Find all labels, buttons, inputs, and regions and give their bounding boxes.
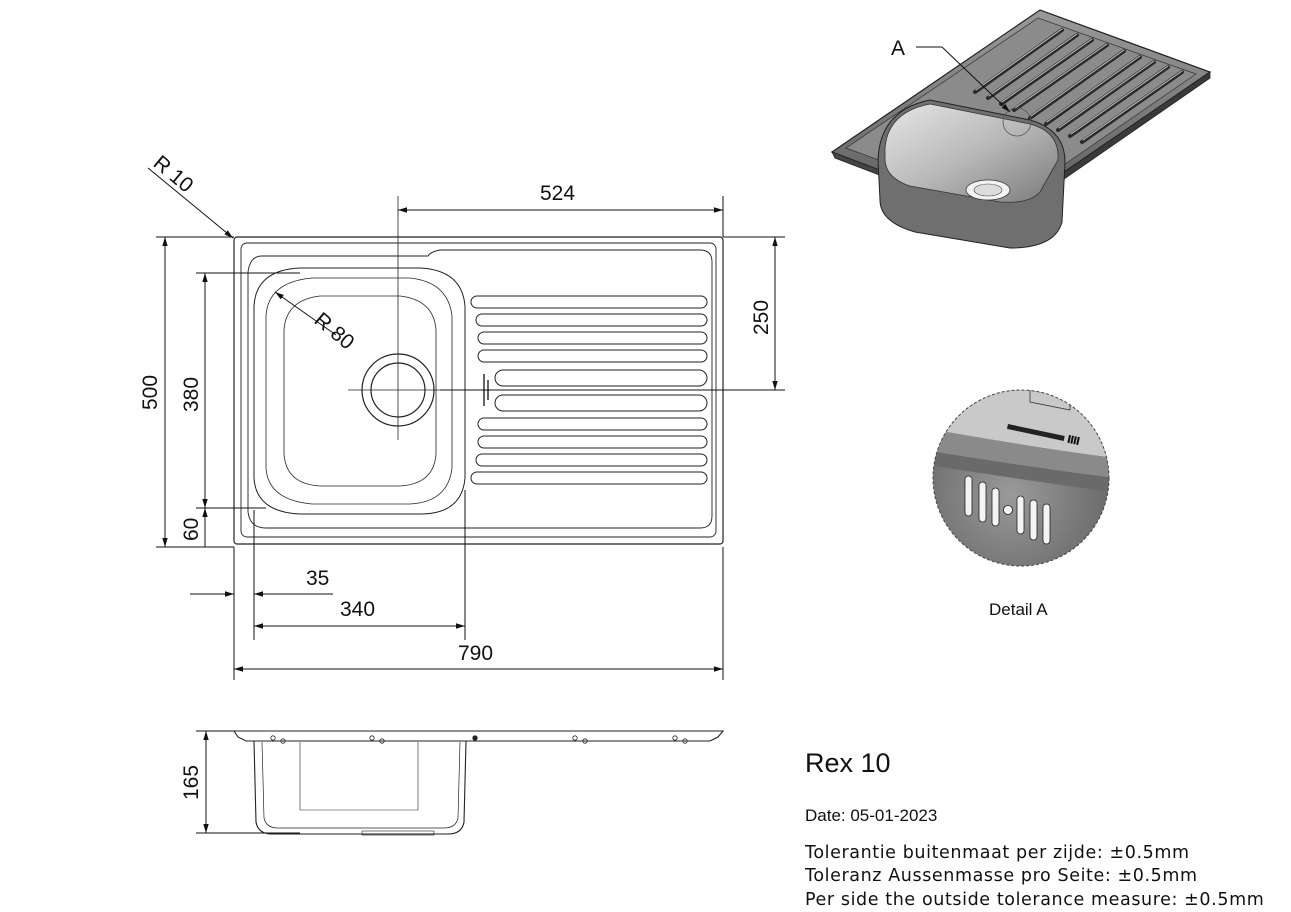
logo-mark (1006, 424, 1080, 446)
bowl-outer (253, 267, 466, 515)
dim-total-depth: 500 (139, 375, 162, 410)
bowl-inner (265, 277, 453, 505)
dim-drainer-length: 524 (540, 182, 575, 205)
dim-radius-corner: R 10 (149, 151, 198, 197)
dim-bowl-width: 340 (340, 598, 375, 621)
dim-radius-bowl: R 80 (310, 308, 359, 354)
tolerance-german: Toleranz Aussenmasse pro Seite: ±0.5mm (805, 866, 1198, 886)
side-bowl (253, 740, 467, 835)
tolerance-english: Per side the outside tolerance measure: … (805, 890, 1265, 910)
drawing-date: Date: 05-01-2023 (805, 806, 938, 825)
product-title: Rex 10 (805, 748, 891, 778)
drainer-border (247, 249, 713, 529)
dimension-lines (147, 167, 785, 834)
dim-bowl-height: 165 (180, 765, 203, 800)
detail-a-view (932, 389, 1110, 567)
detail-a-caption: Detail A (989, 600, 1048, 619)
iso-grooves (973, 28, 1184, 144)
dim-bowl-depth: 380 (180, 377, 203, 412)
tolerance-dutch: Tolerantie buitenmaat per zijde: ±0.5mm (805, 843, 1190, 863)
center-lines (348, 196, 450, 440)
dim-left-margin: 35 (306, 567, 329, 590)
side-rim (232, 730, 725, 742)
drainer-grooves (470, 295, 708, 485)
overflow-slots-detail (964, 475, 1051, 545)
bowl-floor (283, 295, 437, 487)
detail-marker-circle (1002, 107, 1032, 137)
detail-marker-label: A (891, 37, 905, 60)
isometric-view (830, 9, 1212, 249)
dim-front-margin: 60 (180, 518, 203, 541)
dim-total-width: 790 (458, 642, 493, 665)
top-view (233, 196, 724, 545)
side-view (232, 730, 725, 836)
dim-bowl-offset: 250 (750, 300, 773, 335)
